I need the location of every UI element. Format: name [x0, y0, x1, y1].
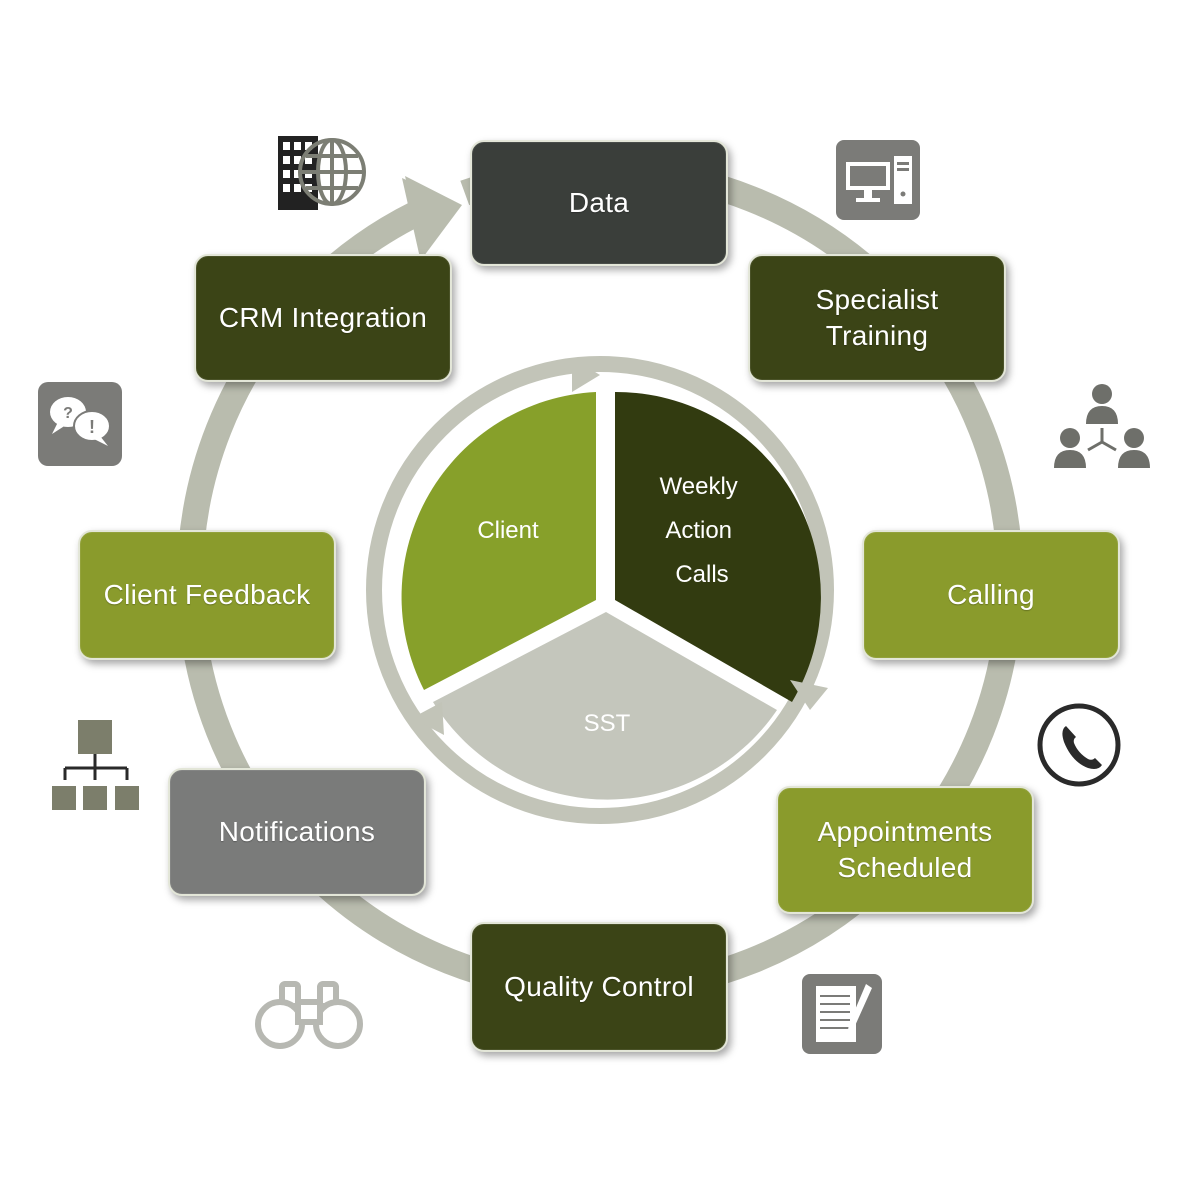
inner-arrowhead-right [790, 680, 828, 710]
step-notifications[interactable]: Notifications [168, 768, 426, 896]
people-network-icon [1054, 384, 1150, 468]
step-data[interactable]: Data [470, 140, 728, 266]
wedge-client[interactable] [401, 392, 596, 690]
step-client-feedback[interactable]: Client Feedback [78, 530, 336, 660]
building-globe-icon [278, 136, 366, 210]
svg-text:!: ! [89, 417, 95, 437]
svg-text:?: ? [63, 405, 73, 422]
wedge-sst[interactable] [433, 612, 777, 800]
chat-bubbles-icon: ? ! [38, 382, 122, 466]
step-specialist-training[interactable]: Specialist Training [748, 254, 1006, 382]
wedge-label-client: Client [477, 517, 539, 544]
step-calling[interactable]: Calling [862, 530, 1120, 660]
binoculars-icon [255, 981, 363, 1049]
org-chart-icon [52, 720, 139, 810]
computer-icon [836, 140, 920, 220]
step-appointments-scheduled[interactable]: Appointments Scheduled [776, 786, 1034, 914]
wedge-label-sst: SST [584, 710, 631, 737]
inner-arrowhead-top [572, 358, 600, 392]
checklist-pen-icon [802, 974, 882, 1054]
wedge-weekly-action-calls[interactable] [615, 391, 821, 702]
phone-icon [1037, 703, 1121, 787]
step-quality-control[interactable]: Quality Control [470, 922, 728, 1052]
wedge-label-weekly: Weekly Action Calls [660, 473, 745, 588]
inner-ring [366, 356, 834, 824]
step-crm-integration[interactable]: CRM Integration [194, 254, 452, 382]
inner-arrowhead-left [412, 702, 444, 735]
